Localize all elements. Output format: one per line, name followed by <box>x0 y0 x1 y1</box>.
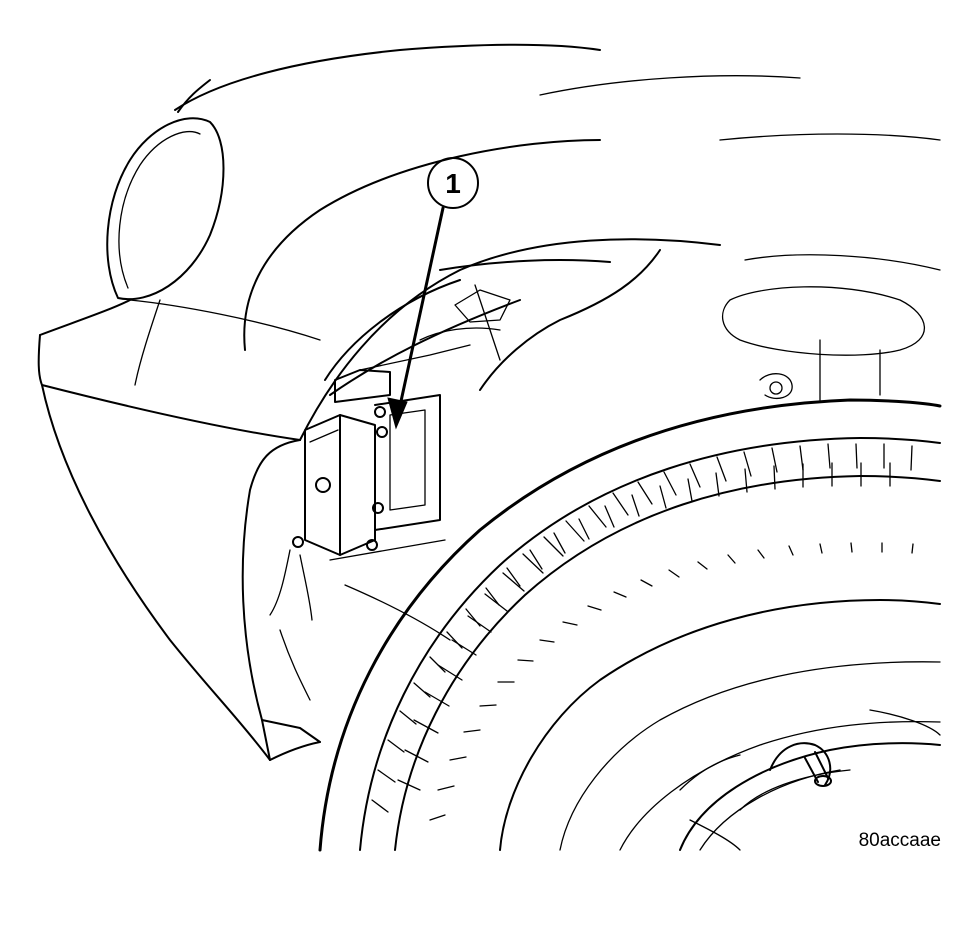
tire-sidewall-ribs <box>429 542 914 821</box>
headlamp <box>106 117 225 386</box>
tire <box>318 398 942 852</box>
fender-outline <box>174 43 941 441</box>
bumper-fascia <box>37 299 321 761</box>
module-assembly <box>269 369 451 701</box>
wheel-well-liner <box>329 249 941 401</box>
callout-1: 1 <box>387 157 479 430</box>
tire-tread <box>371 443 913 813</box>
valve-stem <box>769 742 832 787</box>
callout-leader-line <box>396 206 445 417</box>
callout-arrowhead <box>387 397 408 430</box>
callout-number: 1 <box>445 168 461 199</box>
figure-id-label: 80accaae <box>858 830 941 851</box>
wheel-rim <box>679 709 941 851</box>
callout-circle <box>427 157 479 209</box>
